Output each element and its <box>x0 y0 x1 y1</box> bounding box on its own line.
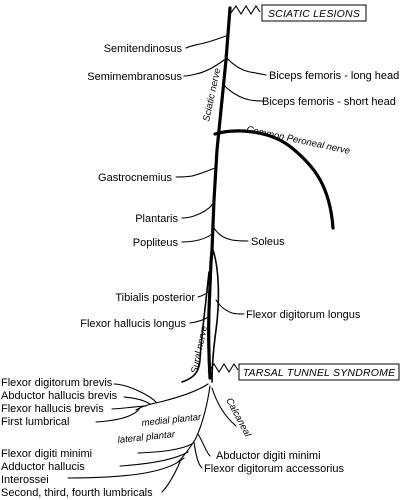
lateral-plantar-nerve <box>177 385 211 463</box>
popliteus-branch <box>181 233 213 243</box>
lumbricals-branch <box>161 461 181 493</box>
semimembranosus-label: Semimembranosus <box>87 71 182 83</box>
common-peroneal-nerve <box>213 129 335 230</box>
biceps-long-branch <box>224 55 267 76</box>
semitendinosus-label: Semitendinosus <box>104 43 183 55</box>
ahb-label: Abductor hallucis brevis <box>1 390 118 402</box>
soleus-label: Soleus <box>251 236 285 248</box>
medial-plantar-label: medial plantar <box>141 412 202 429</box>
calcaneal-branch <box>211 387 237 427</box>
flexor-hallucis-longus-branch <box>189 315 211 324</box>
fda-label: Flexor digitorum accessorius <box>204 463 344 475</box>
semitendinosus-branch <box>185 35 227 49</box>
first-lumbrical-label: First lumbrical <box>1 416 69 428</box>
fdm-label: Flexor digiti minimi <box>1 448 92 460</box>
fdb-label: Flexor digitorum brevis <box>1 377 113 389</box>
biceps-short-label: Biceps femoris - short head <box>262 96 396 108</box>
gastrocnemius-branch <box>175 167 216 178</box>
adductor-hallucis-branch <box>119 451 189 467</box>
first-lumbrical-branch <box>95 407 141 423</box>
sural-nerve <box>181 271 210 383</box>
tibial-nerve-lower <box>206 260 213 380</box>
tarsal-tunnel-label: TARSAL TUNNEL SYNDROME <box>243 367 396 379</box>
flexor-digitorum-longus-label: Flexor digitorum longus <box>246 309 361 321</box>
sciatic-tibial-trunk <box>209 6 232 264</box>
fda-branch <box>193 441 203 469</box>
fhb-branch <box>111 405 147 410</box>
ahb-branch <box>123 396 151 405</box>
soleus-branch <box>212 225 249 242</box>
gastrocnemius-label: Gastrocnemius <box>98 172 172 184</box>
biceps-long-label: Biceps femoris - long head <box>269 70 399 82</box>
tibial-nerve-loop <box>211 249 220 383</box>
flexor-digitorum-longus-branch <box>215 299 245 315</box>
adm-label: Abductor digiti minimi <box>216 450 321 462</box>
plantaris-branch <box>181 203 214 219</box>
fdb-branch <box>113 383 157 403</box>
lateral-plantar-label: lateral plantar <box>117 429 176 446</box>
interossei-label: Interossei <box>1 474 49 486</box>
semimembranosus-branch <box>183 59 225 77</box>
adm-branch <box>197 433 211 457</box>
popliteus-label: Popliteus <box>133 237 179 249</box>
medial-plantar-nerve <box>135 383 209 411</box>
plantaris-label: Plantaris <box>135 213 178 225</box>
sciatic-lesions-box <box>261 4 367 22</box>
fhb-label: Flexor hallucis brevis <box>1 403 104 415</box>
sural-nerve-label: Sural nerve <box>189 325 210 375</box>
adductor-hallucis-label: Adductor hallucis <box>1 461 85 473</box>
tibialis-posterior-label: Tibialis posterior <box>115 292 195 304</box>
lumbricals-label: Second, third, fourth lumbricals <box>1 487 153 499</box>
fdm-branch <box>137 443 193 454</box>
biceps-short-branch <box>222 83 267 102</box>
interossei-branch <box>67 457 185 479</box>
tarsal-lesion-zigzag <box>207 362 239 374</box>
tibialis-posterior-branch <box>197 289 212 298</box>
flexor-hallucis-longus-label: Flexor hallucis longus <box>80 318 186 330</box>
sciatic-lesions-label: SCIATIC LESIONS <box>268 8 360 20</box>
tarsal-tunnel-box <box>238 363 400 381</box>
sciatic-lesion-zigzag <box>229 4 261 16</box>
